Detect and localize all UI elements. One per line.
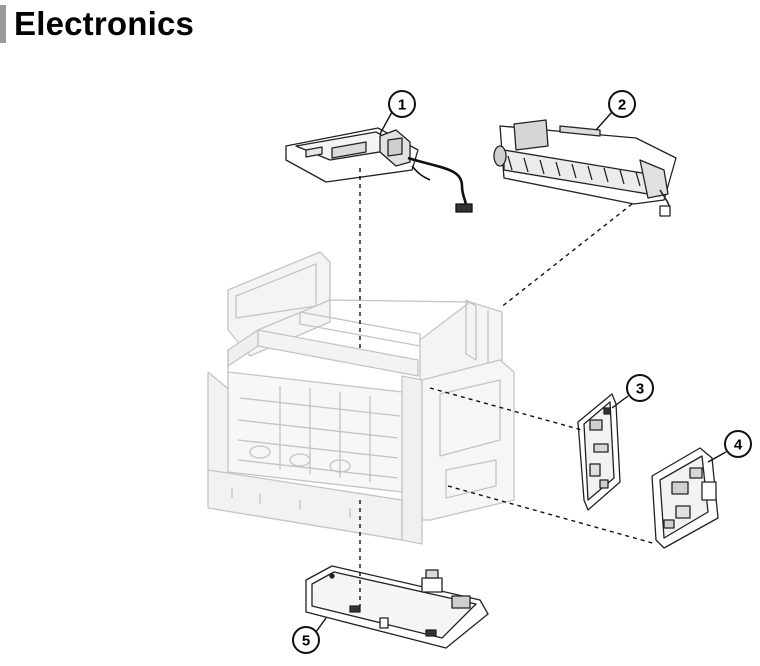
title-bar: Electronics bbox=[0, 4, 194, 44]
svg-text:3: 3 bbox=[636, 381, 644, 398]
svg-text:2: 2 bbox=[618, 97, 626, 114]
part-4-circuit-board bbox=[651, 447, 719, 549]
svg-text:4: 4 bbox=[734, 437, 743, 454]
svg-text:5: 5 bbox=[302, 633, 310, 650]
page-title: Electronics bbox=[14, 5, 195, 42]
callout-4: 4 bbox=[724, 430, 752, 458]
callout-leaders bbox=[315, 111, 727, 633]
callout-3: 3 bbox=[626, 374, 654, 402]
svg-text:1: 1 bbox=[398, 97, 406, 114]
part-5-controller-board bbox=[305, 565, 489, 649]
title-accent-bar bbox=[0, 5, 6, 43]
part-1-top-module bbox=[285, 127, 473, 213]
printer-frame bbox=[207, 251, 515, 545]
leader-lines bbox=[359, 168, 657, 606]
callout-1: 1 bbox=[388, 90, 416, 118]
callout-2: 2 bbox=[608, 90, 636, 118]
part-3-circuit-board bbox=[577, 393, 621, 511]
part-2-fuser-module bbox=[493, 119, 677, 217]
callout-5: 5 bbox=[292, 626, 320, 654]
